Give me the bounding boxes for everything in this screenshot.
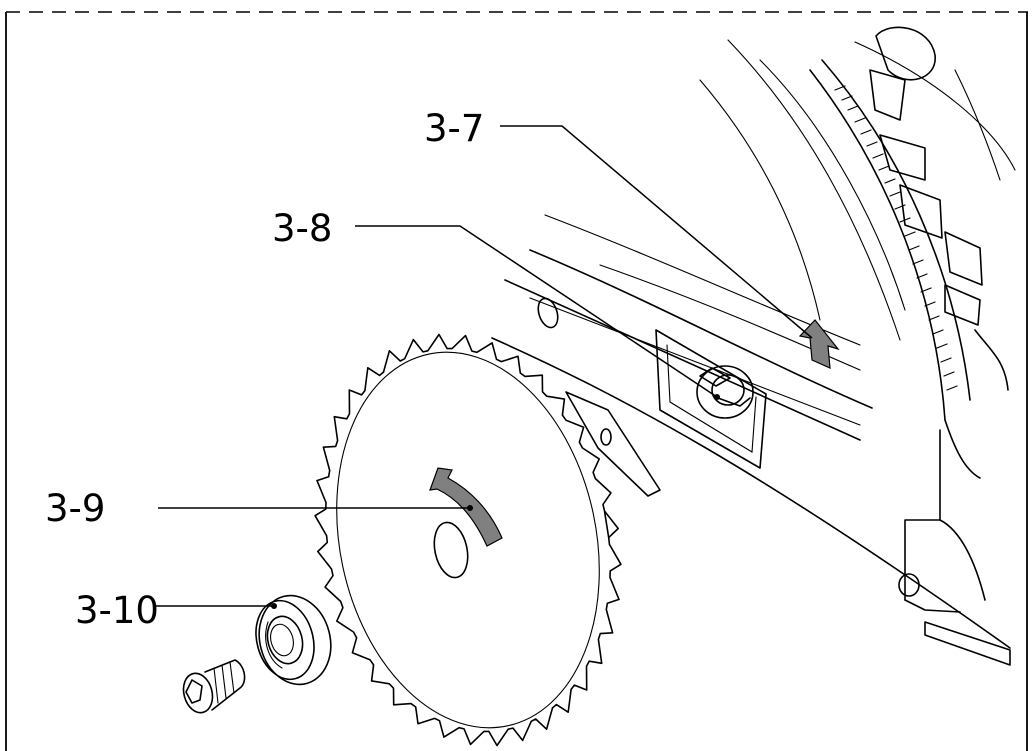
callout-label-3-10: 3-10: [75, 589, 159, 632]
blade-rotation-arrow-icon: [429, 467, 503, 547]
saw-blade: [314, 333, 622, 747]
callout-label-3-9: 3-9: [45, 487, 105, 530]
diagram-frame: [5, 11, 1028, 751]
saw-blade-teeth: [314, 333, 622, 747]
countersunk-screw: [182, 659, 246, 714]
callout-label-3-8: 3-8: [272, 207, 332, 250]
outer-flange: [255, 594, 332, 686]
housing-direction-arrow-icon: [798, 319, 840, 369]
callout-3-8: 3-8: [272, 207, 720, 400]
callout-3-9: 3-9: [45, 487, 473, 530]
scale-ticks: [834, 85, 958, 391]
callout-label-3-7: 3-7: [424, 107, 484, 150]
callout-3-7: 3-7: [424, 107, 813, 339]
saw-housing: [491, 26, 1016, 666]
saw-blade-outline: [314, 333, 622, 747]
callout-3-10: 3-10: [75, 589, 277, 632]
